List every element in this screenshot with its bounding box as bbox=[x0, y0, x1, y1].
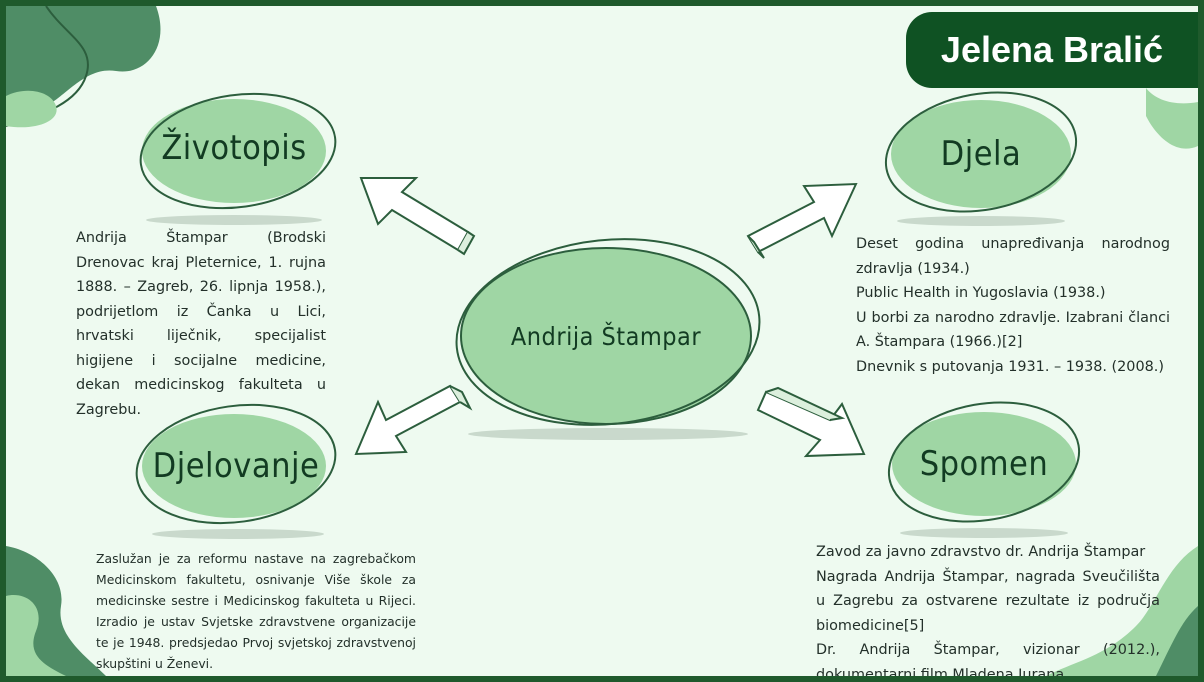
bubble-djela bbox=[884, 91, 1078, 226]
zivotopis-text: Andrija Štampar (Brodski Drenovac kraj P… bbox=[76, 226, 326, 422]
center-label: Andrija Štampar bbox=[510, 322, 702, 351]
bubble-center bbox=[455, 238, 761, 440]
spomen-item: Zavod za javno zdravstvo dr. Andrija Šta… bbox=[816, 544, 1146, 560]
spomen-list: Zavod za javno zdravstvo dr. Andrija Šta… bbox=[816, 540, 1160, 682]
bubble-spomen bbox=[887, 401, 1081, 538]
corner-blob-bottom-right-dark bbox=[1156, 606, 1198, 676]
arrow-to-zivotopis bbox=[359, 177, 476, 256]
djela-item: Deset godina unapređivanja narodnog zdra… bbox=[856, 236, 1170, 277]
arrow-to-djelovanje bbox=[354, 384, 473, 456]
topic-zivotopis-title: Životopis bbox=[161, 128, 307, 168]
djelovanje-text: Zaslužan je za reformu nastave na zagreb… bbox=[96, 548, 416, 674]
corner-blob-top-right bbox=[1146, 88, 1198, 149]
decorative-background bbox=[6, 6, 1198, 676]
corner-blob-top-left bbox=[6, 6, 161, 111]
arrow-to-spomen bbox=[756, 386, 866, 458]
topic-djelovanje-title: Djelovanje bbox=[152, 446, 320, 486]
corner-blob-bottom-right bbox=[1046, 546, 1198, 676]
corner-blob-top-left-light bbox=[6, 90, 57, 128]
djela-item: U borbi za narodno zdravlje. Izabrani čl… bbox=[856, 309, 1170, 351]
djelovanje-paragraph: Zaslužan je za reformu nastave na zagreb… bbox=[96, 551, 416, 671]
topic-djela-title: Djela bbox=[940, 134, 1022, 174]
djela-item: Dnevnik s putovanja 1931. – 1938. (2008.… bbox=[856, 358, 1164, 375]
spomen-item: Dr. Andrija Štampar, vizionar (2012.), d… bbox=[816, 642, 1160, 682]
bubble-zivotopis bbox=[139, 92, 337, 225]
corner-blob-bottom-left-light bbox=[6, 595, 66, 676]
arrow-to-djela bbox=[746, 182, 858, 259]
author-name: Jelena Bralić bbox=[940, 29, 1164, 70]
djela-list: Deset godina unapređivanja narodnog zdra… bbox=[856, 232, 1170, 379]
topic-spomen-title: Spomen bbox=[919, 444, 1049, 484]
spomen-item: Nagrada Andrija Štampar, nagrada Sveučil… bbox=[816, 568, 1160, 634]
author-badge: Jelena Bralić bbox=[906, 12, 1198, 88]
bubble-djelovanje bbox=[135, 403, 337, 539]
zivotopis-paragraph: Andrija Štampar (Brodski Drenovac kraj P… bbox=[76, 230, 326, 418]
djela-item: Public Health in Yugoslavia (1938.) bbox=[856, 285, 1106, 301]
